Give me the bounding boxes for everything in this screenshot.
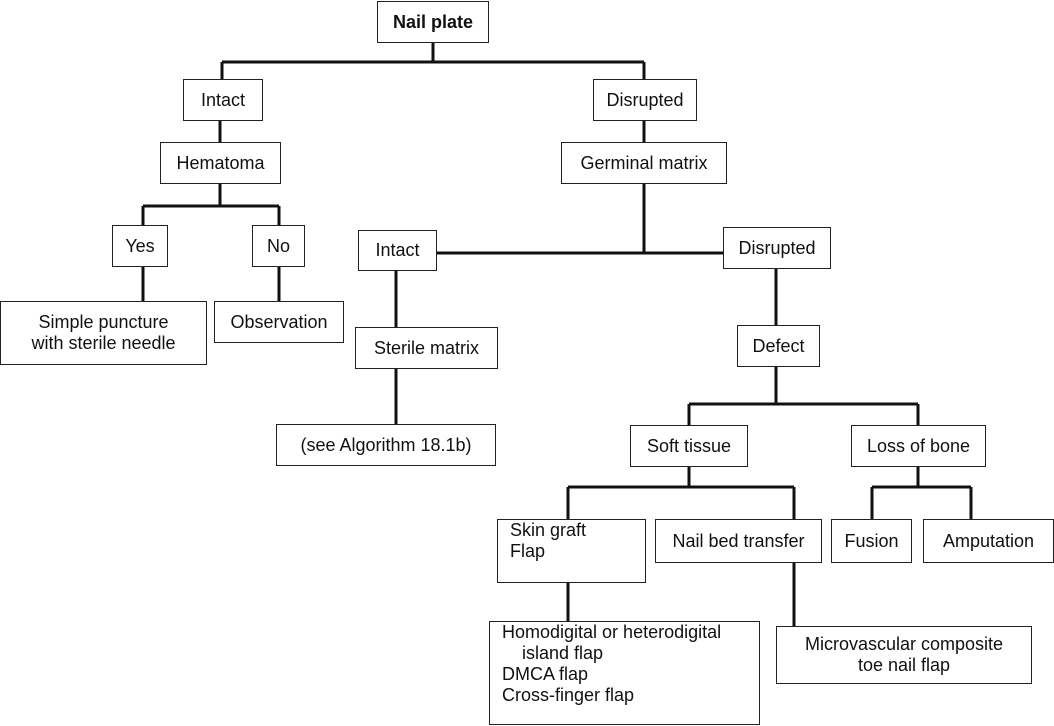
node-soft-tissue: Soft tissue <box>630 425 748 467</box>
node-defect: Defect <box>737 325 820 367</box>
node-flap-options-line-4: Cross-finger flap <box>502 685 635 705</box>
node-disrupted-germinal: Disrupted <box>723 227 831 269</box>
node-microvascular-line-1: Microvascular composite <box>804 634 1004 654</box>
node-yes-label: Yes <box>125 235 155 256</box>
node-amputation-label: Amputation <box>942 530 1035 551</box>
node-sterile-matrix: Sterile matrix <box>355 327 498 369</box>
node-soft-tissue-label: Soft tissue <box>646 435 732 456</box>
node-fusion-label: Fusion <box>844 530 899 551</box>
node-intact-plate: Intact <box>183 79 263 121</box>
node-hematoma: Hematoma <box>160 142 281 184</box>
node-intact-plate-label: Intact <box>200 89 246 110</box>
node-flap-options-line-3: DMCA flap <box>502 664 589 684</box>
node-see-algorithm-label: (see Algorithm 18.1b) <box>300 434 472 455</box>
node-nail-bed-transfer: Nail bed transfer <box>655 519 822 563</box>
node-microvascular-flap: Microvascular composite toe nail flap <box>776 626 1032 684</box>
node-disrupted-plate: Disrupted <box>593 79 697 121</box>
node-nail-bed-transfer-label: Nail bed transfer <box>672 530 805 551</box>
node-skin-graft-line-2: Flap <box>510 541 546 561</box>
node-skin-graft-flap: Skin graft Flap <box>497 519 646 583</box>
node-microvascular-line-2: toe nail flap <box>857 655 951 675</box>
node-disrupted-plate-label: Disrupted <box>606 89 684 110</box>
node-hematoma-label: Hematoma <box>176 152 265 173</box>
node-sterile-matrix-label: Sterile matrix <box>373 337 480 358</box>
node-skin-graft-line-1: Skin graft <box>510 520 587 540</box>
node-flap-options-line-2: island flap <box>522 643 604 663</box>
node-defect-label: Defect <box>752 335 805 356</box>
node-simple-puncture-line-2: with sterile needle <box>31 333 176 353</box>
node-fusion: Fusion <box>831 519 912 563</box>
node-simple-puncture-line-1: Simple puncture <box>38 312 169 332</box>
node-flap-options-line-1: Homodigital or heterodigital <box>502 622 722 642</box>
node-observation-label: Observation <box>230 311 328 332</box>
node-flap-options: Homodigital or heterodigital island flap… <box>489 621 760 725</box>
node-no-label: No <box>266 235 290 256</box>
node-germinal-matrix-label: Germinal matrix <box>580 152 708 173</box>
node-nail-plate: Nail plate <box>377 1 489 43</box>
node-amputation: Amputation <box>923 519 1054 563</box>
node-loss-of-bone-label: Loss of bone <box>866 435 971 456</box>
node-no: No <box>252 225 305 267</box>
node-loss-of-bone: Loss of bone <box>851 425 986 467</box>
node-intact-germinal-label: Intact <box>375 240 420 260</box>
node-intact-germinal: Intact <box>358 230 437 271</box>
node-germinal-matrix: Germinal matrix <box>561 142 727 184</box>
node-yes: Yes <box>112 225 168 267</box>
node-observation: Observation <box>214 301 344 343</box>
node-nail-plate-label: Nail plate <box>392 11 474 32</box>
node-see-algorithm: (see Algorithm 18.1b) <box>276 424 496 466</box>
node-simple-puncture: Simple puncture with sterile needle <box>0 301 207 365</box>
node-disrupted-germinal-label: Disrupted <box>738 237 816 258</box>
